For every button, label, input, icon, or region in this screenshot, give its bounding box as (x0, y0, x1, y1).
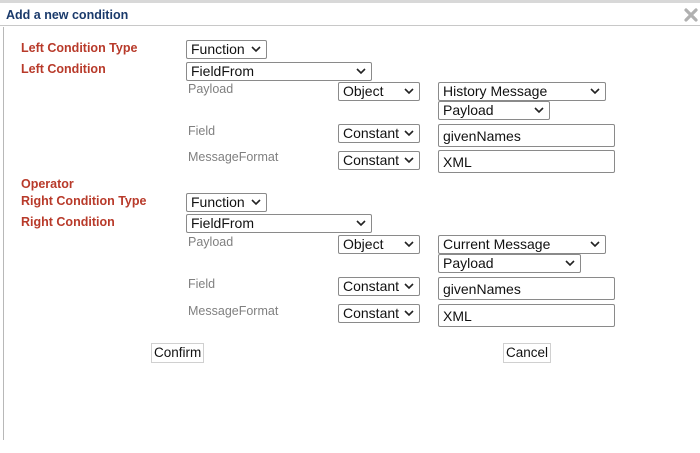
right-payload-mode-value: Object (343, 236, 384, 252)
right-condition-value: FieldFrom (191, 215, 255, 231)
left-field-input[interactable]: givenNames (438, 124, 615, 147)
left-payload-mode-value: Object (343, 83, 384, 99)
left-payload-part-select[interactable]: Payload (438, 101, 550, 120)
right-field-mode-value: Constant (343, 278, 400, 294)
left-condition-type-select[interactable]: Function (186, 40, 267, 59)
dialog-titlebar: Add a new condition (0, 3, 700, 26)
confirm-button[interactable]: Confirm (151, 343, 205, 363)
right-condition-type-label: Right Condition Type (21, 194, 147, 208)
right-payload-source-select[interactable]: Current Message (438, 235, 606, 254)
chevron-down-icon (404, 88, 414, 95)
right-payload-source-value: Current Message (443, 236, 551, 252)
left-field-mode-value: Constant (343, 125, 400, 141)
right-message-format-input[interactable]: XML (438, 304, 615, 327)
left-payload-label: Payload (188, 82, 234, 96)
chevron-down-icon (565, 260, 575, 267)
right-message-format-mode-select[interactable]: Constant (338, 304, 420, 323)
chevron-down-icon (590, 241, 600, 248)
left-condition-type-value: Function (191, 41, 245, 57)
dialog-body (3, 27, 700, 440)
top-divider (0, 0, 700, 3)
right-payload-label: Payload (188, 235, 234, 249)
left-payload-part-value: Payload (443, 102, 494, 118)
left-payload-mode-select[interactable]: Object (338, 82, 420, 101)
right-field-input[interactable]: givenNames (438, 277, 615, 300)
right-message-format-label: MessageFormat (188, 304, 279, 318)
operator-label: Operator (21, 177, 74, 191)
chevron-down-icon (251, 199, 261, 206)
right-field-label: Field (188, 277, 216, 291)
right-field-mode-select[interactable]: Constant (338, 277, 420, 296)
chevron-down-icon (534, 107, 544, 114)
right-condition-type-value: Function (191, 194, 245, 210)
left-field-label: Field (188, 124, 216, 138)
chevron-down-icon (251, 46, 261, 53)
right-payload-part-select[interactable]: Payload (438, 254, 581, 273)
left-condition-value: FieldFrom (191, 63, 255, 79)
right-message-format-mode-value: Constant (343, 305, 400, 321)
left-payload-source-value: History Message (443, 83, 548, 99)
cancel-button[interactable]: Cancel (503, 343, 552, 363)
chevron-down-icon (590, 88, 600, 95)
left-field-mode-select[interactable]: Constant (338, 124, 420, 143)
close-icon[interactable] (683, 7, 699, 23)
left-condition-select[interactable]: FieldFrom (186, 62, 372, 81)
right-payload-mode-select[interactable]: Object (338, 235, 420, 254)
chevron-down-icon (404, 310, 414, 317)
left-payload-source-select[interactable]: History Message (438, 82, 606, 101)
left-message-format-label: MessageFormat (188, 150, 279, 164)
chevron-down-icon (404, 157, 414, 164)
left-message-format-mode-value: Constant (343, 152, 400, 168)
right-payload-part-value: Payload (443, 255, 494, 271)
chevron-down-icon (356, 68, 366, 75)
chevron-down-icon (356, 220, 366, 227)
left-condition-label: Left Condition (21, 62, 106, 76)
chevron-down-icon (404, 130, 414, 137)
left-message-format-mode-select[interactable]: Constant (338, 151, 420, 170)
chevron-down-icon (404, 241, 414, 248)
chevron-down-icon (404, 283, 414, 290)
right-condition-label: Right Condition (21, 215, 115, 229)
right-condition-type-select[interactable]: Function (186, 193, 267, 212)
right-condition-select[interactable]: FieldFrom (186, 214, 372, 233)
dialog-title: Add a new condition (6, 8, 129, 22)
left-message-format-input[interactable]: XML (438, 150, 615, 173)
left-condition-type-label: Left Condition Type (21, 41, 138, 55)
